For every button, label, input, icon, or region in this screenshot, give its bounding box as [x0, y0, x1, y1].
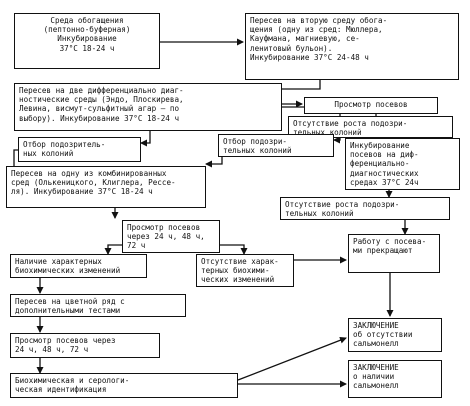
no-suspicious-growth-box-1: Отсутствие роста подозри- тельных колони…	[288, 116, 453, 138]
arrow-review-2-to-biochem-changes	[104, 244, 122, 255]
biochemical-changes-present-box: Наличие характерных биохимических измене…	[10, 254, 147, 278]
select-suspicious-left-box: Отбор подозритель- ных колоний	[18, 137, 141, 162]
color-series-box: Пересев на цветной ряд с дополнительными…	[10, 294, 186, 317]
enrichment-medium-box: Среда обогащения (пептонно-буферная) Инк…	[14, 13, 160, 69]
incubate-differential-box: Инкубирование посевов на диф- ференциаль…	[345, 138, 460, 190]
biochemical-changes-absent-box: Отсутствие харак- терных биохими- ческих…	[196, 254, 294, 287]
conclusion-salmonella-box: ЗАКЛЮЧЕНИЕ о наличии сальмонелл	[348, 360, 442, 398]
conclusion-no-salmonella-box: ЗАКЛЮЧЕНИЕ об отсутствии сальмонелл	[348, 318, 442, 352]
differential-media-box: Пересев на две дифференциально диаг- нос…	[14, 83, 282, 131]
combined-media-box: Пересев на одну из комбинированных сред …	[6, 166, 206, 208]
identification-box: Биохимическая и серологи- ческая идентиф…	[10, 373, 238, 398]
no-suspicious-growth-box-2: Отсутствие роста подозри- тельных колони…	[280, 197, 450, 220]
review-after-hours-box: Просмотр посевов через 24 ч, 48 ч, 72 ч	[122, 220, 220, 253]
review-cultures-box: Просмотр посевов	[304, 97, 438, 114]
arrow-identification-to-no-salmonella	[237, 336, 347, 381]
second-enrichment-box: Пересев на вторую среду обога- щения (од…	[245, 13, 459, 80]
stop-work-box: Работу с посева- ми прекращают	[348, 234, 440, 273]
arrow-select-to-combined-media	[13, 149, 18, 170]
review-again-box: Просмотр посевов через 24 ч, 48 ч, 72 ч	[10, 333, 160, 358]
select-suspicious-right-box: Отбор подозри- тельных колоний	[218, 134, 334, 157]
